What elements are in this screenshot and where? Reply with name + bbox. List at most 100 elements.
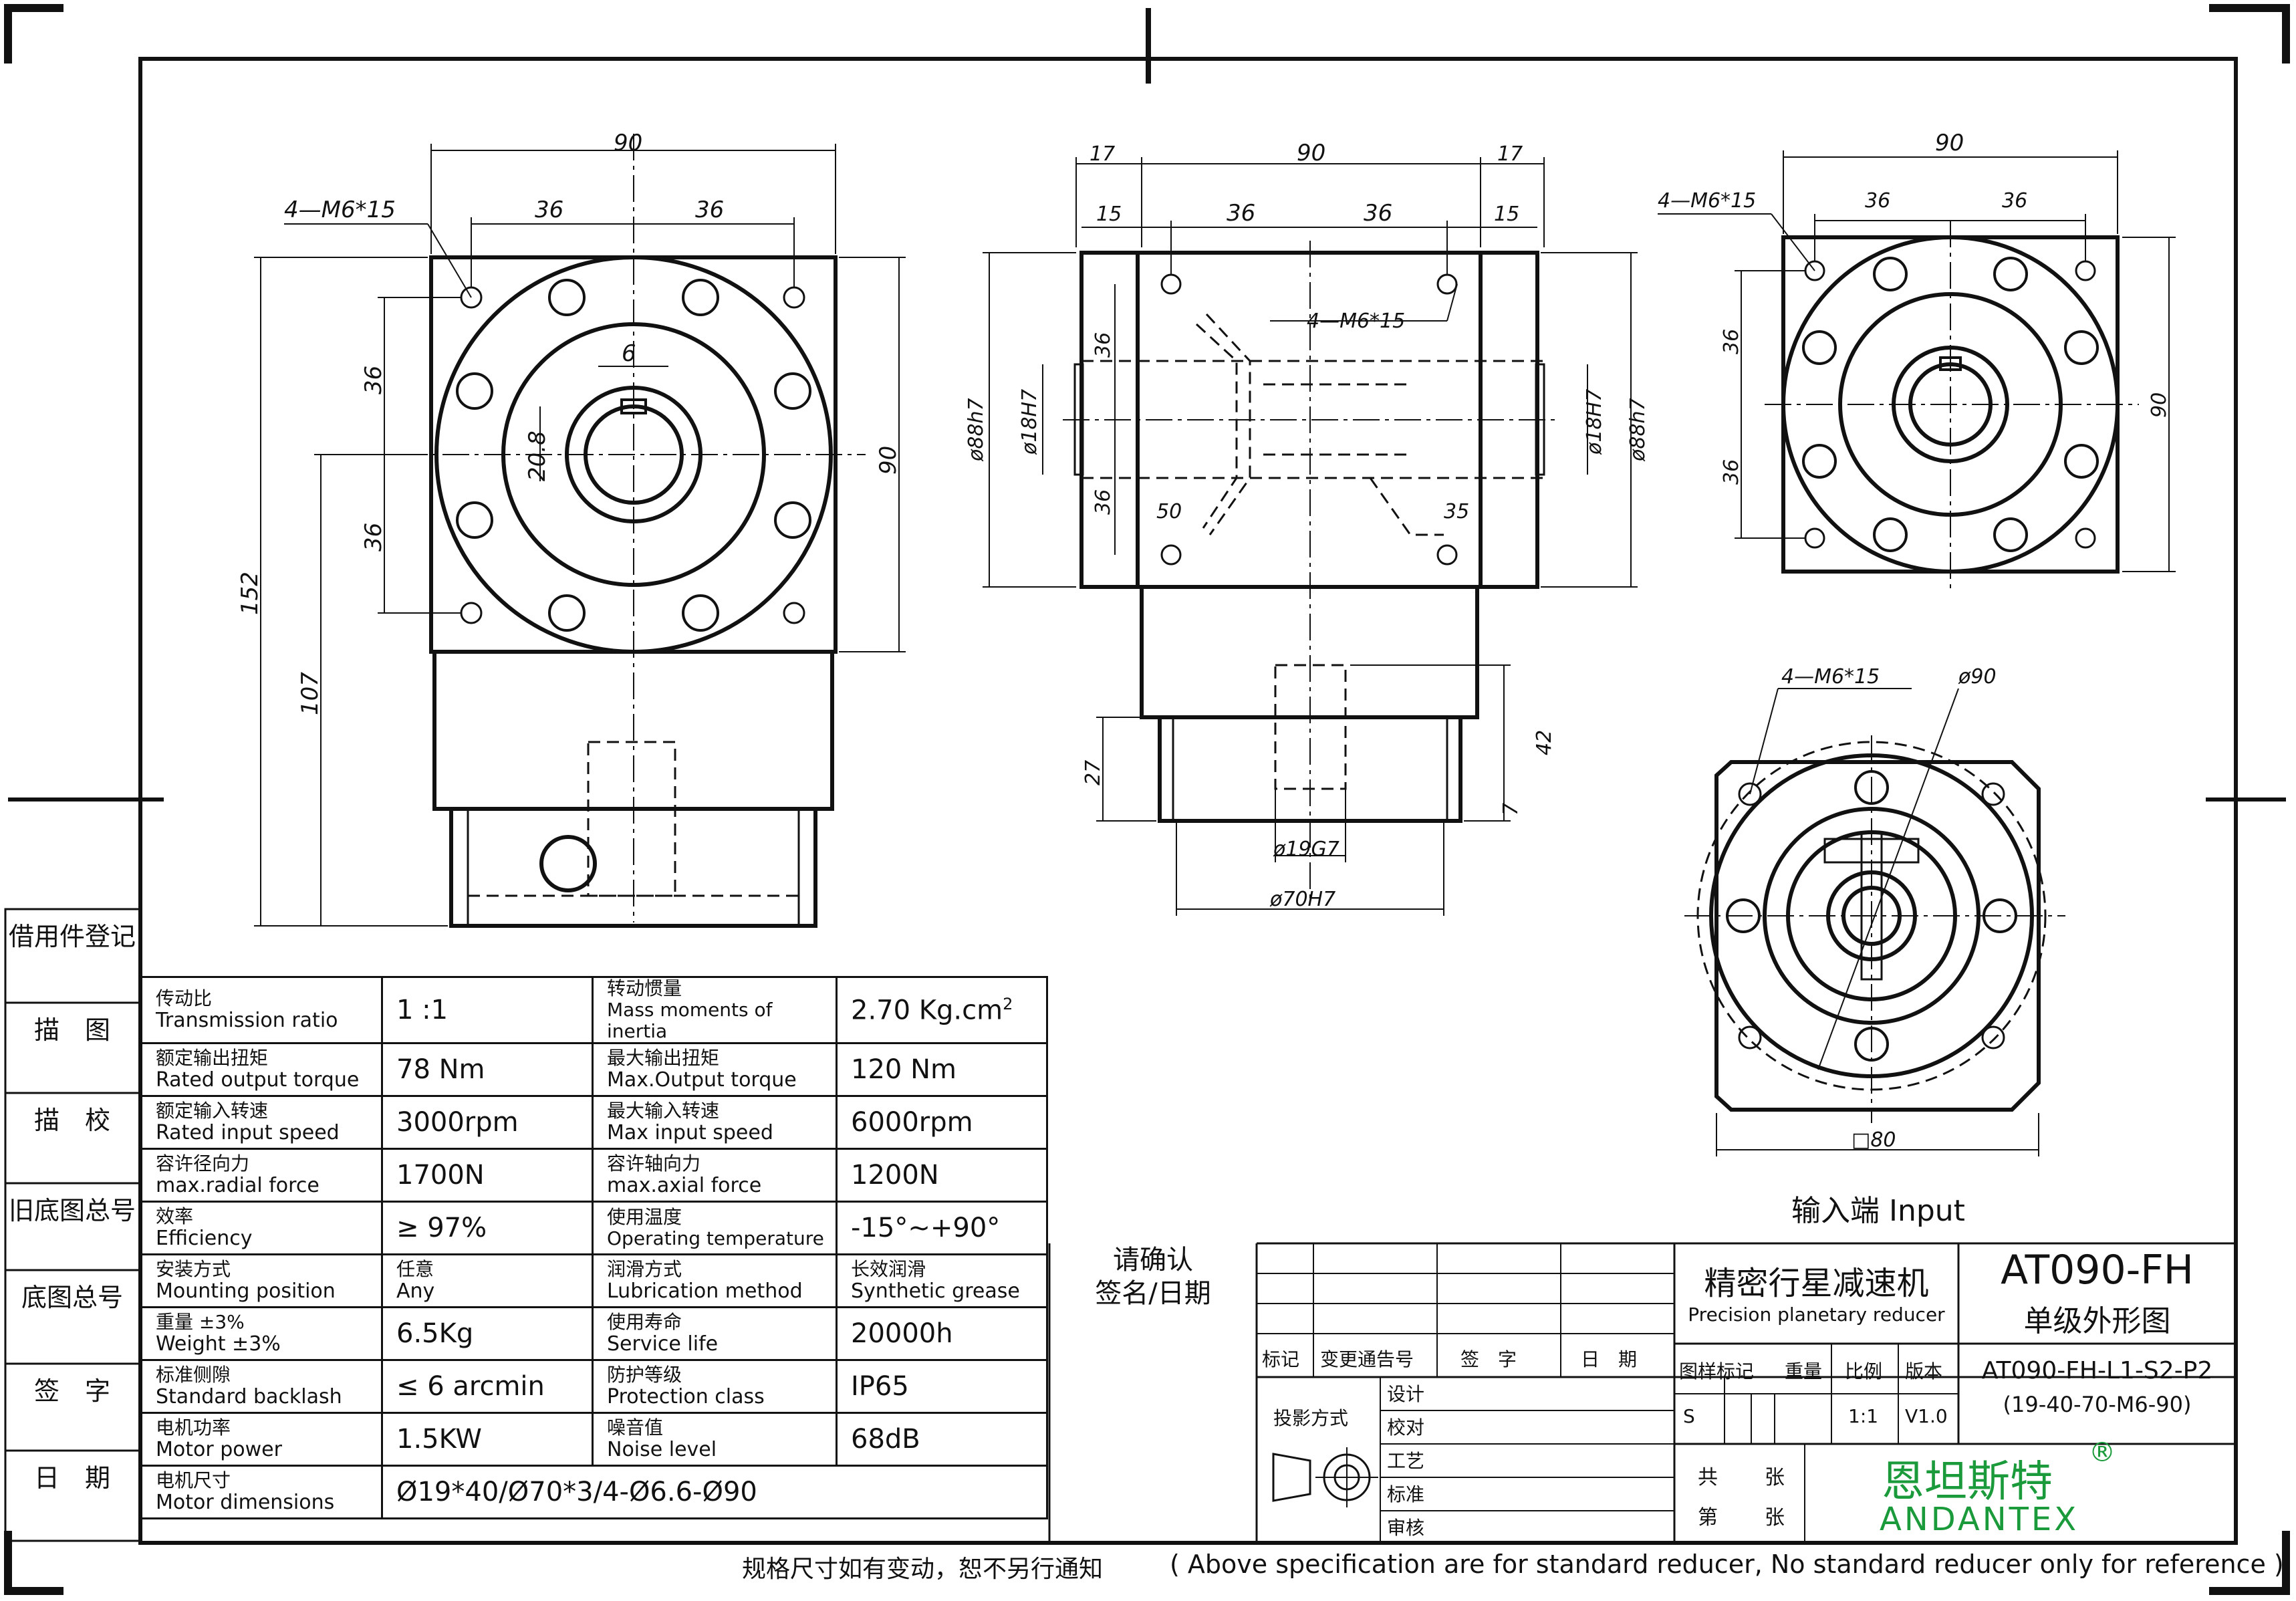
dim-36: 36 bbox=[360, 523, 387, 551]
strip-label: 借用件登记 bbox=[8, 922, 136, 951]
dim-27: 27 bbox=[1081, 760, 1105, 785]
dim-bolt: 4—M6*15 bbox=[284, 197, 396, 223]
strip-label: 旧底图总号 bbox=[8, 1196, 136, 1225]
dim-152: 152 bbox=[237, 572, 263, 615]
dim-7: 7 bbox=[1499, 803, 1523, 816]
brand-name-cn: 恩坦斯特 bbox=[1882, 1457, 2053, 1507]
dim-36: 36 bbox=[1092, 489, 1115, 515]
role-check: 校对 bbox=[1387, 1417, 1425, 1439]
dim-phi18: ø18H7 bbox=[1583, 389, 1606, 455]
total-label: 共 bbox=[1698, 1466, 1718, 1489]
dim-17: 17 bbox=[1497, 142, 1523, 166]
dim-90: 90 bbox=[614, 130, 642, 156]
dim-36: 36 bbox=[695, 197, 724, 223]
footer-note-cn: 规格尺寸如有变动，恕不另行通知 bbox=[742, 1556, 1104, 1583]
side-view bbox=[983, 157, 1638, 916]
part-subcode: (19-40-70-M6-90) bbox=[2003, 1392, 2192, 1417]
model-number: AT090-FH bbox=[2001, 1247, 2194, 1294]
dim-15: 15 bbox=[1096, 203, 1122, 226]
mark-s: S bbox=[1683, 1405, 1695, 1427]
sheets-label: 张 bbox=[1765, 1466, 1785, 1489]
dim-36: 36 bbox=[1364, 200, 1392, 227]
dim-90: 90 bbox=[2148, 392, 2171, 418]
scale-value: 1:1 bbox=[1848, 1405, 1879, 1427]
drawing-type: 单级外形图 bbox=[2023, 1304, 2171, 1338]
dim-bolt: 4—M6*15 bbox=[1307, 310, 1405, 333]
footer-note-en: ( Above specification are for standard r… bbox=[1170, 1550, 2284, 1579]
dim-phi88: ø88h7 bbox=[1626, 398, 1650, 462]
dim-phi90: ø90 bbox=[1958, 665, 1997, 689]
dim-36: 36 bbox=[1720, 329, 1743, 354]
signature-label: 签 字 bbox=[1460, 1348, 1517, 1370]
strip-label: 签 字 bbox=[33, 1376, 110, 1406]
mark-label: 标记 bbox=[1262, 1348, 1300, 1370]
dim-36: 36 bbox=[1092, 332, 1115, 358]
registered-mark: ® bbox=[2089, 1437, 2116, 1468]
input-flange-view bbox=[1684, 688, 2065, 1156]
dim-15: 15 bbox=[1494, 203, 1519, 226]
dim-50: 50 bbox=[1156, 500, 1182, 523]
dim-17: 17 bbox=[1090, 142, 1115, 166]
left-strip-frame bbox=[4, 908, 142, 1542]
dim-bolt: 4—M6*15 bbox=[1658, 189, 1756, 213]
dim-36: 36 bbox=[535, 197, 563, 223]
product-name-en: Precision planetary reducer bbox=[1688, 1304, 1945, 1326]
title-block-frame bbox=[1048, 1242, 2236, 1543]
col-weight: 重量 bbox=[1785, 1360, 1823, 1382]
dim-107: 107 bbox=[297, 672, 324, 715]
dim-42: 42 bbox=[1533, 730, 1556, 755]
dim-square-80: □80 bbox=[1852, 1128, 1896, 1152]
output-flange-view bbox=[1658, 150, 2176, 588]
corner-marks bbox=[4, 4, 2290, 1595]
change-notice-label: 变更通告号 bbox=[1320, 1348, 1414, 1370]
strip-label: 日 期 bbox=[33, 1463, 110, 1493]
dim-phi18: ø18H7 bbox=[1018, 389, 1041, 455]
dim-35: 35 bbox=[1444, 500, 1469, 523]
front-view bbox=[254, 134, 906, 928]
col-version: 版本 bbox=[1905, 1360, 1943, 1382]
page-sheets-label: 张 bbox=[1765, 1506, 1785, 1529]
dim-36: 36 bbox=[1720, 459, 1743, 485]
page-label: 第 bbox=[1698, 1506, 1718, 1529]
dim-20-8: 20.8 bbox=[524, 430, 551, 481]
product-name-cn: 精密行星减速机 bbox=[1704, 1265, 1929, 1302]
version-value: V1.0 bbox=[1905, 1405, 1948, 1427]
dim-phi19: ø19G7 bbox=[1273, 838, 1340, 861]
col-drawing-mark: 图样标记 bbox=[1679, 1360, 1755, 1382]
dimension-labels: 90 36 36 4—M6*15 36 36 152 107 90 6 20.8… bbox=[237, 130, 2171, 1152]
dim-36: 36 bbox=[360, 366, 387, 394]
input-label: 输入端 Input bbox=[1791, 1194, 1965, 1228]
dim-90: 90 bbox=[1297, 140, 1325, 166]
confirm-box: 请确认 签名/日期 bbox=[1095, 1245, 1211, 1309]
strip-label: 描 校 bbox=[33, 1106, 110, 1135]
role-approve: 审核 bbox=[1387, 1517, 1425, 1539]
dim-phi70: ø70H7 bbox=[1269, 888, 1335, 911]
dim-36: 36 bbox=[1865, 189, 1890, 213]
strip-label: 描 图 bbox=[33, 1015, 110, 1045]
dim-bolt: 4—M6*15 bbox=[1781, 665, 1880, 689]
role-process: 工艺 bbox=[1387, 1450, 1425, 1472]
part-number: AT090-FH-L1-S2-P2 bbox=[1981, 1357, 2213, 1384]
dim-36: 36 bbox=[2002, 189, 2027, 213]
dim-90: 90 bbox=[875, 446, 902, 475]
col-scale: 比例 bbox=[1845, 1360, 1883, 1382]
dim-36: 36 bbox=[1227, 200, 1255, 227]
projection-label: 投影方式 bbox=[1273, 1407, 1349, 1429]
brand-name-en: ANDANTEX bbox=[1880, 1501, 2079, 1538]
dim-90: 90 bbox=[1935, 130, 1964, 156]
strip-label: 底图总号 bbox=[21, 1283, 123, 1312]
dim-key: 6 bbox=[622, 340, 636, 367]
role-standard: 标准 bbox=[1387, 1483, 1425, 1505]
